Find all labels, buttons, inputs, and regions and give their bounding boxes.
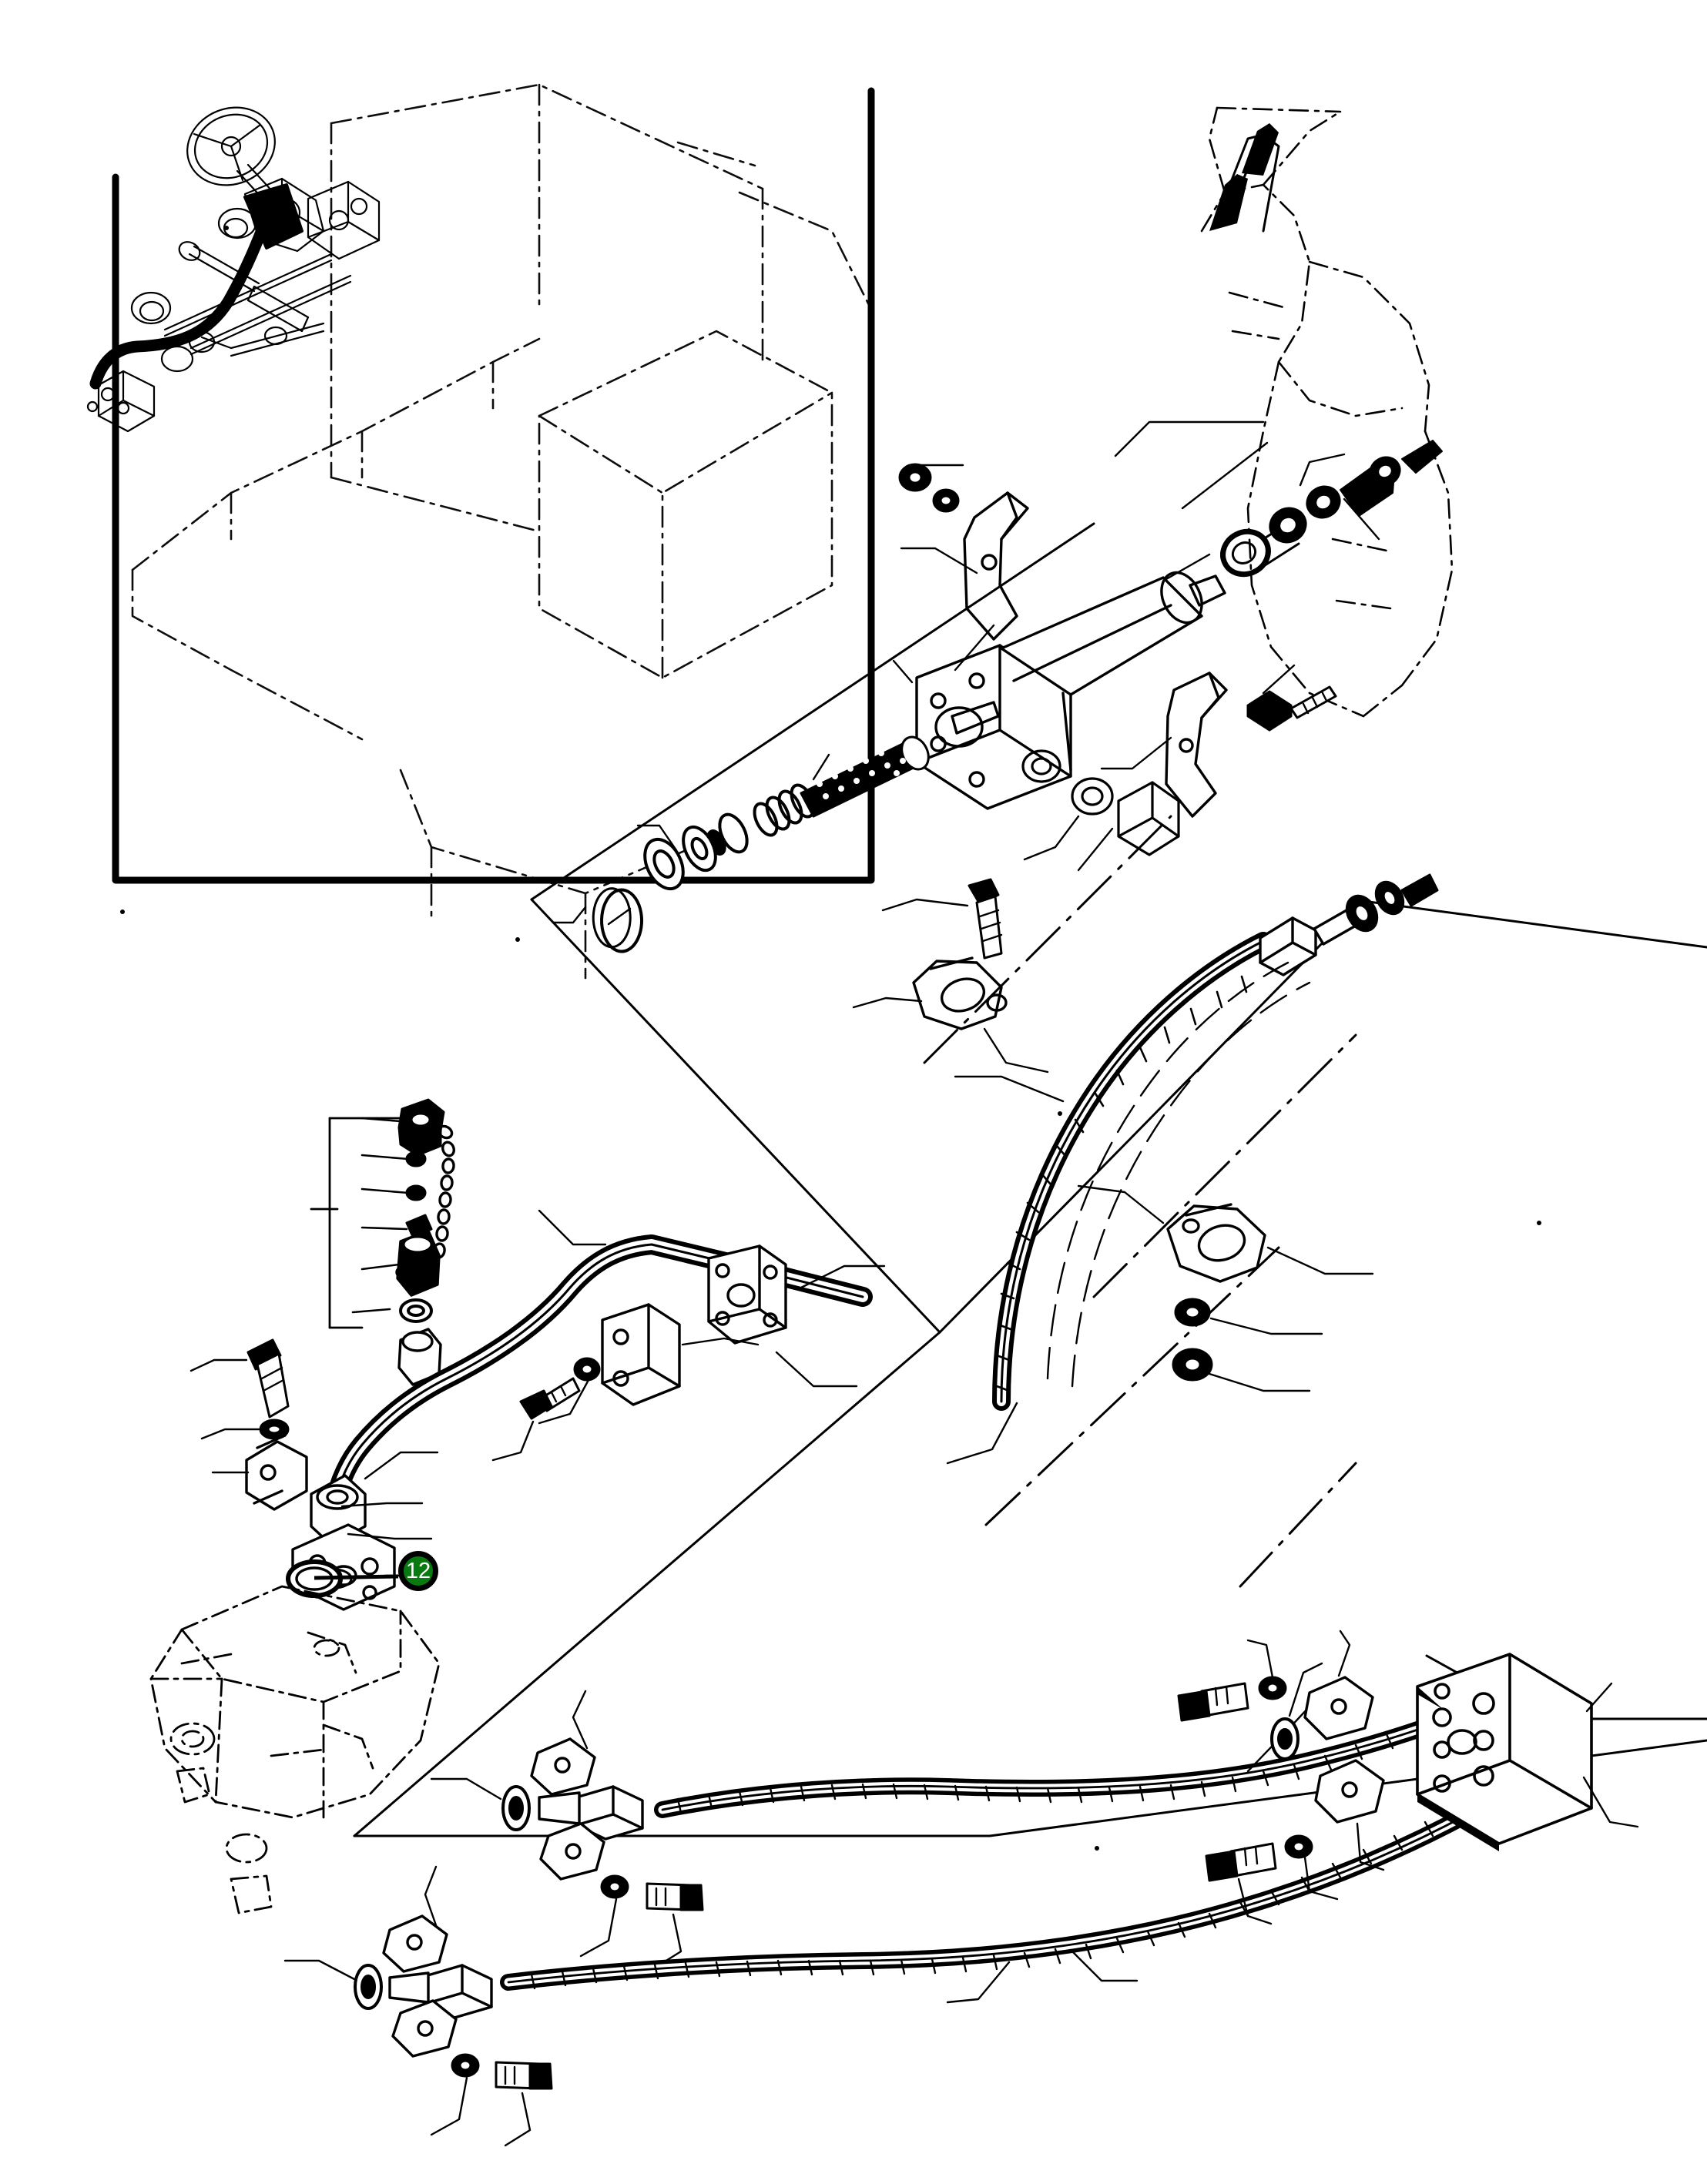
flange-bolt-stack <box>246 1338 290 1440</box>
cylinder-clamp-lower <box>1165 672 1228 818</box>
cap-socket <box>397 1328 442 1386</box>
braided-hose-lower-a <box>501 1692 1503 1911</box>
fitting-nuts-upper <box>1220 440 1443 578</box>
hose-clamp-right-washer <box>1172 1298 1213 1382</box>
inset-frame <box>112 87 875 884</box>
phantom-axle-housing <box>149 1585 441 1914</box>
clamp-bolt-washer-pair <box>898 463 960 513</box>
leader-lines-tube-right <box>491 1209 886 1462</box>
clamp-bolt <box>1246 685 1337 732</box>
cap-oring <box>399 1298 433 1323</box>
bent-pressure-tube <box>320 1234 873 1563</box>
braided-hose-upper <box>992 873 1439 1411</box>
control-valve-block <box>1416 1653 1593 1851</box>
leader-lines-valve-block <box>1237 1630 1639 1925</box>
tube-flange-right <box>707 1244 787 1345</box>
callout-balloon-12[interactable]: 12 <box>398 1551 438 1591</box>
braided-hose-lower-b <box>354 1800 1487 2090</box>
cylinder-clamp-upper <box>963 491 1029 641</box>
inset-highlight-valve <box>243 183 304 250</box>
cylinder-barrel <box>1000 571 1226 772</box>
leader-lines-cap-screws <box>351 1117 410 1314</box>
leader-lines-flange-left <box>189 1358 439 1577</box>
support-block-bolt <box>519 1357 601 1420</box>
tube-elbow-flange-left <box>245 1434 396 1611</box>
filter-cartridge-assembly <box>592 735 930 953</box>
cap-bushing <box>396 1229 441 1297</box>
stray-marks <box>120 226 1541 1851</box>
port-oring-plug <box>1021 749 1180 856</box>
filler-cap-chain <box>395 1098 455 1279</box>
hose-clamp-right <box>1166 1203 1266 1283</box>
callout-leader-12 <box>314 1574 399 1580</box>
section-cut-dashdot <box>923 815 1357 1588</box>
leader-lines-clamp-mid <box>852 898 1049 1074</box>
column-spline <box>1209 123 1279 231</box>
tube-support-block <box>601 1303 681 1406</box>
leader-lines-upper-stack <box>915 420 1380 587</box>
valve-flange-bolts <box>1177 1676 1385 1882</box>
leader-lines-cartridge <box>552 547 1296 926</box>
hose-clamp-mid <box>912 956 1008 1030</box>
leader-lines-hose-right <box>946 1075 1374 1465</box>
leader-lines-hose-lower-b <box>283 1865 1139 2147</box>
inset-highlight-hose <box>89 208 274 390</box>
hose-clamp-bolt <box>968 878 1003 960</box>
